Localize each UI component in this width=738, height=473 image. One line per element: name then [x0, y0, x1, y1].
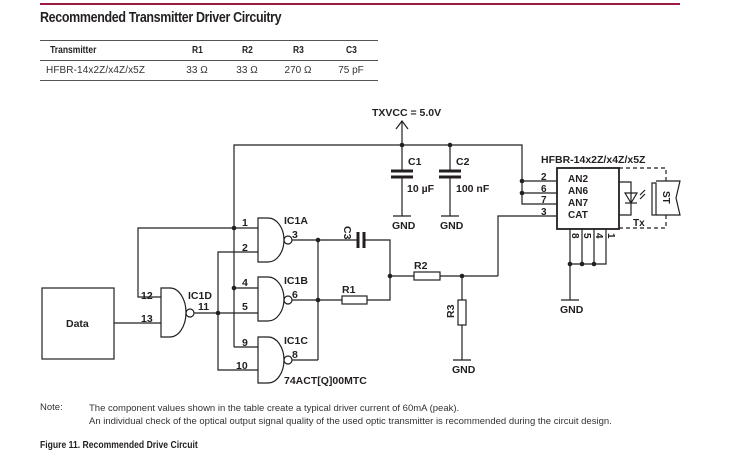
- c2-value: 100 nF: [456, 183, 490, 195]
- ic1c-pin-out: 8: [292, 349, 298, 361]
- pin-name-an2: AN2: [568, 174, 588, 185]
- pin-name-an6: AN6: [568, 186, 588, 197]
- r2-label: R2: [414, 260, 428, 272]
- pin-num-1: 1: [605, 233, 616, 239]
- ic1c-pin-in1: 9: [242, 337, 248, 349]
- table-header-row: Transmitter R1 R2 R3 C3: [40, 40, 378, 61]
- pin-num-7: 7: [541, 195, 547, 206]
- figure-caption: Figure 11. Recommended Drive Circuit: [40, 440, 198, 451]
- ic1a-pin-in2: 2: [242, 242, 248, 254]
- ic-part-label: 74ACT[Q]00MTC: [284, 375, 367, 387]
- header-c3: C3: [345, 45, 357, 56]
- resistor-r2: [390, 215, 557, 281]
- capacitor-c2: [439, 145, 461, 217]
- note-text: The component values shown in the table …: [89, 402, 612, 428]
- pin-num-3: 3: [541, 207, 547, 218]
- resistor-r3: [453, 276, 471, 361]
- section-title: Recommended Transmitter Driver Circuitry: [40, 10, 282, 26]
- ic1d-pin-in2: 13: [141, 313, 153, 325]
- ic1d-pin-in1: 12: [141, 290, 153, 302]
- st-connector-icon: [651, 180, 681, 216]
- pin-num-6: 6: [541, 184, 547, 195]
- r3-label: R3: [445, 304, 457, 318]
- pin-name-cat: CAT: [568, 210, 588, 221]
- cell-c3: 75 pF: [338, 65, 364, 76]
- cell-transmitter: HFBR-14x2Z/x4Z/x5Z: [46, 65, 146, 76]
- junction-dots: [215, 142, 597, 316]
- vcc-rail-wire: [233, 144, 557, 347]
- transmitter-part-label: HFBR-14x2Z/x4Z/x5Z: [541, 154, 646, 166]
- gate-ic1d: [114, 227, 258, 338]
- ic1b-label: IC1B: [284, 275, 308, 287]
- connector-label: ST: [660, 191, 671, 204]
- ic1c-label: IC1C: [284, 335, 308, 347]
- table-row: HFBR-14x2Z/x4Z/x5Z 33 Ω 33 Ω 270 Ω 75 pF: [40, 61, 378, 81]
- pin-num-5: 5: [581, 233, 592, 239]
- ic1a-pin-out: 3: [292, 229, 298, 241]
- ic1b-pin-in1: 4: [242, 277, 248, 289]
- c2-label: C2: [456, 156, 470, 168]
- tx-label: Tx: [633, 218, 645, 229]
- ic1c-pin-in2: 10: [236, 360, 248, 372]
- led-icon: [619, 181, 646, 216]
- note-label: Note:: [40, 402, 63, 413]
- header-r1: R1: [191, 45, 203, 56]
- section-rule: [40, 3, 680, 5]
- cell-r2: 33 Ω: [236, 65, 258, 76]
- pin-name-an7: AN7: [568, 198, 588, 209]
- gnd-label-r3: GND: [452, 364, 476, 376]
- cell-r3: 270 Ω: [284, 65, 312, 76]
- capacitor-c3: [356, 232, 391, 301]
- pin-num-2: 2: [541, 172, 547, 183]
- resistor-r1: [341, 295, 368, 305]
- gnd-label-transmitter: GND: [560, 304, 584, 316]
- gnd-label-c1: GND: [392, 220, 416, 232]
- c3-label: C3: [341, 226, 353, 240]
- ic1b-pin-out: 6: [292, 289, 298, 301]
- data-block-label: Data: [66, 318, 89, 330]
- ic1a-label: IC1A: [284, 215, 308, 227]
- c1-label: C1: [408, 156, 422, 168]
- supply-arrow-icon: [395, 120, 409, 145]
- component-values-table: Transmitter R1 R2 R3 C3 HFBR-14x2Z/x4Z/x…: [40, 40, 378, 81]
- ic1a-pin-in1: 1: [242, 217, 248, 229]
- header-r3: R3: [292, 45, 304, 56]
- transmitter-ic: [556, 167, 620, 230]
- pin-num-8: 8: [569, 233, 580, 239]
- note-line: An individual check of the optical outpu…: [89, 416, 612, 427]
- r1-label: R1: [342, 284, 356, 296]
- cell-r1: 33 Ω: [186, 65, 208, 76]
- capacitor-c1: [391, 145, 413, 217]
- c1-value: 10 µF: [407, 183, 435, 195]
- ic1d-label: IC1D: [188, 290, 212, 302]
- optical-boundary: [619, 167, 667, 229]
- header-r2: R2: [241, 45, 253, 56]
- pin-num-4: 4: [593, 233, 604, 239]
- header-transmitter: Transmitter: [50, 45, 97, 56]
- gnd-label-c2: GND: [440, 220, 464, 232]
- note-line: The component values shown in the table …: [89, 403, 460, 414]
- ic1d-pin-out: 11: [198, 301, 209, 313]
- ic1b-pin-in2: 5: [242, 301, 248, 313]
- supply-label: TXVCC = 5.0V: [372, 107, 441, 119]
